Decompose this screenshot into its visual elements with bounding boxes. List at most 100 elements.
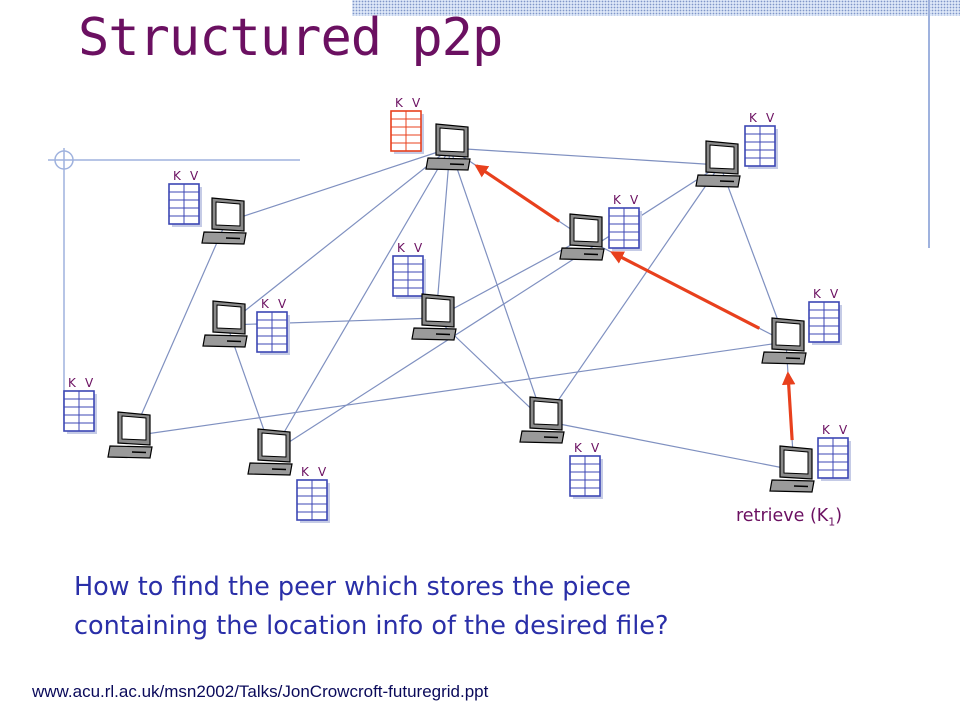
computer-icon-n10 <box>695 140 741 188</box>
drive-slot <box>449 163 465 166</box>
computer-base <box>107 445 153 459</box>
peer-computers <box>107 123 815 493</box>
link-n5-n11 <box>271 147 451 454</box>
computer-base <box>411 327 457 341</box>
slide-title: Structured p2p <box>78 8 503 68</box>
kv-key-label: K <box>395 96 404 110</box>
kv-key-label: K <box>613 193 622 207</box>
kv-value-label: V <box>318 465 327 479</box>
kv-value-label: V <box>412 96 421 110</box>
computer-base <box>519 430 565 444</box>
monitor-screen <box>775 321 801 347</box>
link-n2-n4 <box>131 221 227 437</box>
question-line-1: How to find the peer which stores the pi… <box>74 572 631 602</box>
corner-bracket <box>48 148 300 420</box>
kv-value-label: V <box>190 169 199 183</box>
retrieve-close-paren: ) <box>835 506 843 526</box>
monitor-screen <box>216 304 242 330</box>
drive-slot <box>543 436 559 439</box>
link-n5-n10 <box>271 164 721 454</box>
kv-value-label: V <box>839 423 848 437</box>
lookup-arrow-n12-n9 <box>781 371 796 441</box>
kv-value-label: V <box>591 441 600 455</box>
kv-value-label: V <box>278 297 287 311</box>
link-n1-n2 <box>225 147 451 223</box>
lookup-arrows <box>474 164 796 441</box>
header-dotted-band <box>352 0 960 16</box>
kv-key-label: K <box>749 111 758 125</box>
retrieve-text: retrieve (K <box>736 506 829 526</box>
drive-slot <box>226 340 242 343</box>
link-n8-n10 <box>543 164 721 422</box>
computer-base <box>695 174 741 188</box>
retrieve-key-subscript: 1 <box>828 515 836 529</box>
computer-base <box>202 334 248 348</box>
computer-base <box>761 351 807 365</box>
decorative-vertical-line <box>928 0 930 248</box>
kv-key-label: K <box>301 465 310 479</box>
monitor-screen <box>215 201 241 227</box>
kv-value-label: V <box>630 193 639 207</box>
drive-slot <box>225 237 241 240</box>
link-n1-n3 <box>226 147 451 326</box>
source-url: www.acu.rl.ac.uk/msn2002/Talks/JonCrowcr… <box>32 682 489 701</box>
kv-key-label: K <box>574 441 583 455</box>
kv-key-label: K <box>261 297 270 311</box>
link-n10-n11 <box>449 147 721 166</box>
link-n6-n7 <box>435 237 585 319</box>
computer-icon-n3 <box>202 300 248 348</box>
drive-slot <box>785 357 801 360</box>
drive-slot <box>583 253 599 256</box>
monitor-screen <box>709 144 735 170</box>
kv-value-label: V <box>414 241 423 255</box>
monitor-screen <box>439 127 465 153</box>
lookup-arrow-n6-n1 <box>474 164 560 223</box>
monitor-screen <box>121 415 147 441</box>
monitor-screen <box>261 432 287 458</box>
drive-slot <box>793 485 809 488</box>
drive-slot <box>271 468 287 471</box>
monitor-screen <box>533 400 559 426</box>
drive-slot <box>719 180 735 183</box>
kv-value-label: V <box>766 111 775 125</box>
computer-base <box>247 462 293 476</box>
link-n9-n10 <box>719 164 787 343</box>
link-n4-n9 <box>131 341 787 437</box>
kv-key-label: K <box>397 241 406 255</box>
link-n8-n12 <box>543 420 795 471</box>
link-n7-n11 <box>435 147 451 319</box>
retrieve-caption: retrieve (K1) <box>736 506 842 529</box>
monitor-screen <box>573 217 599 243</box>
question-text: How to find the peer which stores the pi… <box>74 568 669 646</box>
kv-key-label: K <box>173 169 182 183</box>
computer-icon-n5 <box>247 428 293 476</box>
kv-value-label: V <box>85 376 94 390</box>
kv-key-label: K <box>813 287 822 301</box>
lookup-arrow-n9-n6 <box>610 251 761 330</box>
computer-base <box>425 157 471 171</box>
kv-key-label: K <box>822 423 831 437</box>
computer-base <box>201 231 247 245</box>
computer-icon-n9 <box>761 317 807 365</box>
kv-value-label: V <box>830 287 839 301</box>
computer-icon-n7 <box>411 293 457 341</box>
link-n8-n11 <box>449 147 545 422</box>
computer-icon-n6 <box>559 213 605 261</box>
computer-icon-n2 <box>201 197 247 245</box>
computer-base <box>769 479 815 493</box>
drive-slot <box>435 333 451 336</box>
question-line-2: containing the location info of the desi… <box>74 611 669 641</box>
monitor-screen <box>425 297 451 323</box>
computer-base <box>559 247 605 261</box>
